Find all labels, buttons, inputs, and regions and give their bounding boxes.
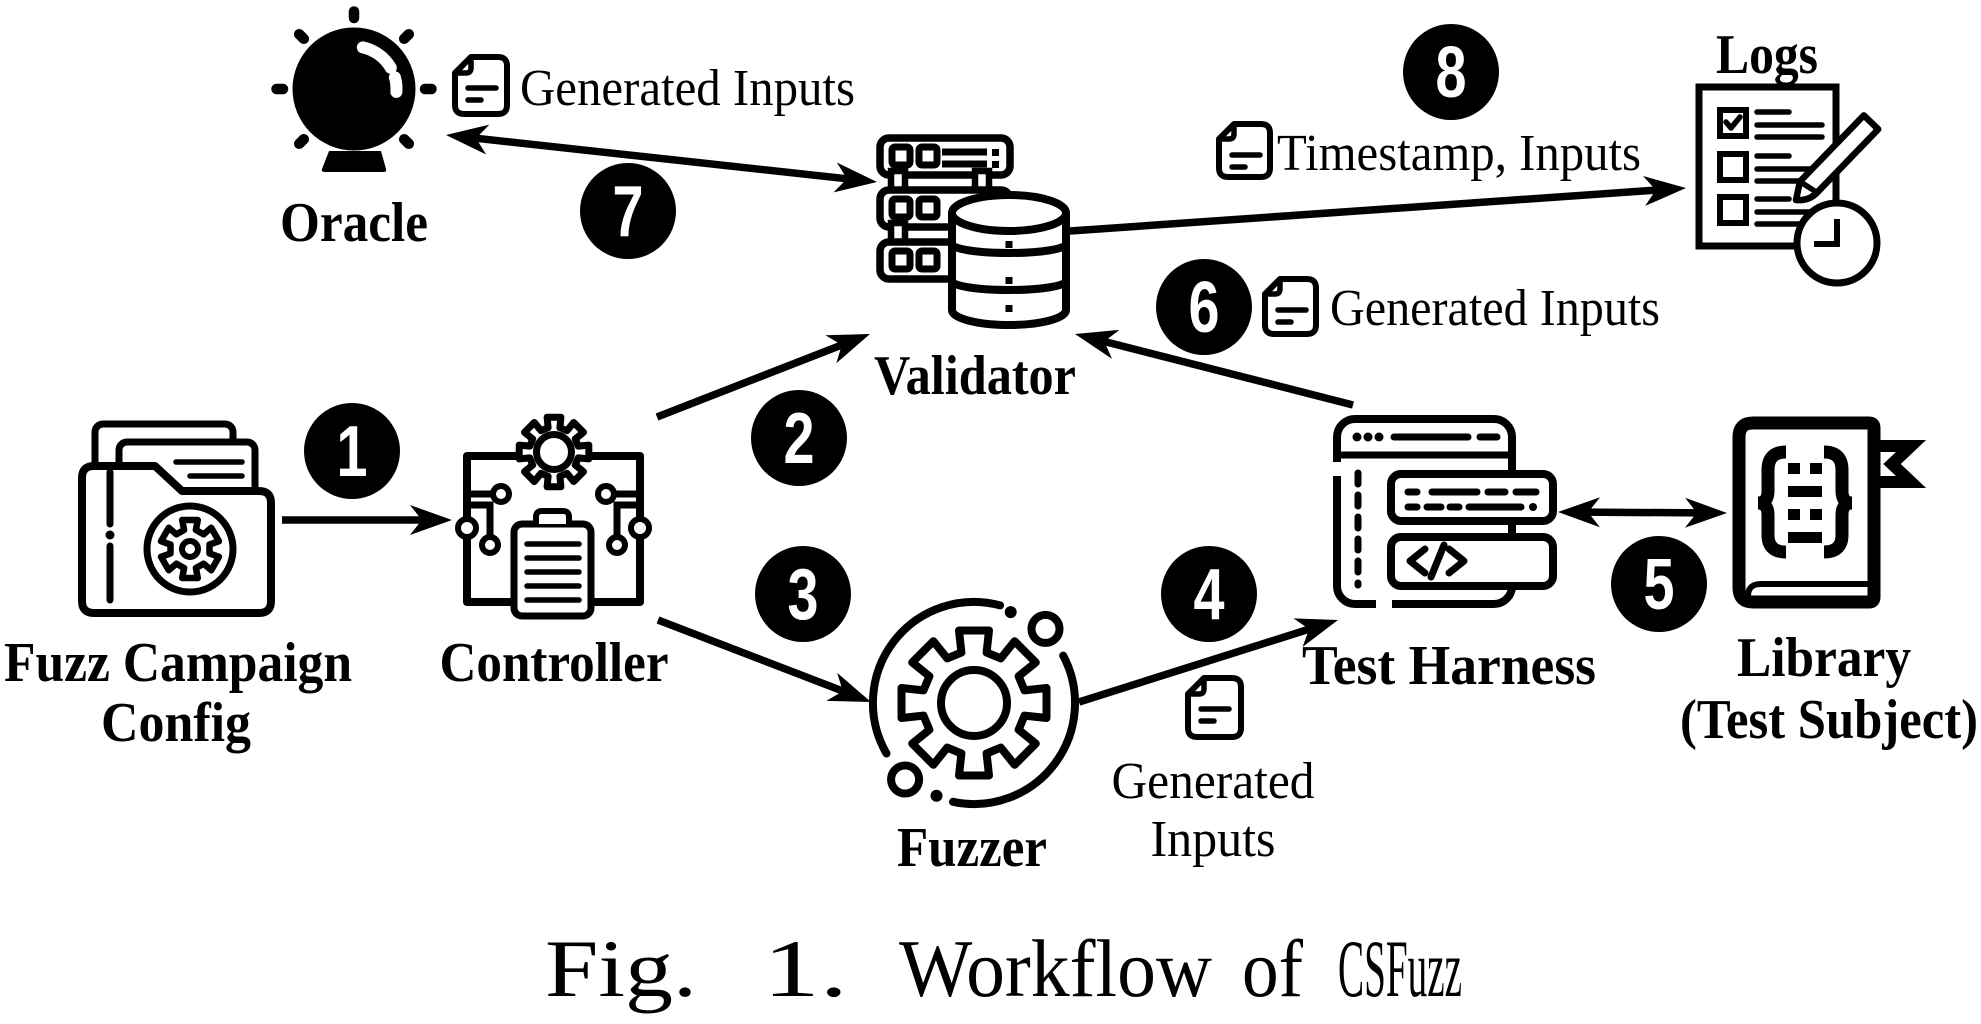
svg-text:Workflow: Workflow (899, 923, 1212, 1014)
svg-text:Fuzz Campaign: Fuzz Campaign (4, 632, 352, 694)
svg-text:7: 7 (613, 172, 644, 252)
svg-text:Inputs: Inputs (1151, 811, 1276, 868)
svg-text:Test Harness: Test Harness (1302, 635, 1596, 697)
svg-text:Library: Library (1737, 627, 1911, 689)
svg-text:Generated Inputs: Generated Inputs (520, 60, 855, 117)
svg-text:2: 2 (784, 399, 815, 479)
svg-text:Fig.: Fig. (545, 923, 697, 1014)
svg-text:Controller: Controller (440, 632, 669, 694)
svg-text:of: of (1242, 923, 1304, 1014)
svg-text:CSFuzz: CSFuzz (1338, 923, 1462, 1014)
svg-text:5: 5 (1644, 545, 1675, 625)
svg-text:Fuzzer: Fuzzer (897, 817, 1047, 879)
svg-text:Config: Config (101, 692, 251, 754)
svg-text:6: 6 (1189, 268, 1220, 348)
svg-text:Logs: Logs (1716, 24, 1818, 86)
svg-text:8: 8 (1436, 33, 1467, 113)
svg-text:Generated: Generated (1112, 753, 1315, 810)
svg-text:4: 4 (1194, 555, 1225, 635)
svg-text:1: 1 (337, 412, 368, 492)
svg-text:(Test Subject): (Test Subject) (1680, 689, 1978, 751)
svg-text:Timestamp, Inputs: Timestamp, Inputs (1277, 125, 1641, 182)
svg-text:Generated Inputs: Generated Inputs (1330, 280, 1660, 337)
svg-text:Validator: Validator (874, 345, 1076, 407)
svg-text:3: 3 (788, 555, 819, 635)
svg-text:1.: 1. (763, 923, 848, 1014)
svg-text:Oracle: Oracle (280, 192, 428, 254)
